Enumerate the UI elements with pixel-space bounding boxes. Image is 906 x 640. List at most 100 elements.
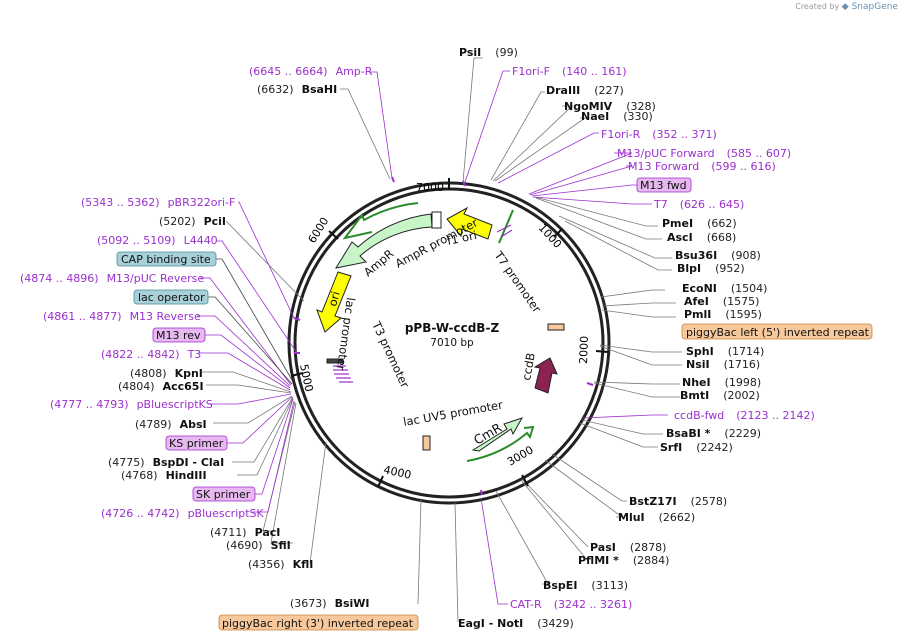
tick-2000: 2000 [577,336,591,364]
label-m13puc-rev-name: M13/pUC Reverse [107,272,205,285]
label-abs-enzyme: AbsI [180,418,207,431]
label-econ-position: (1504) [731,282,768,295]
label-bsiw-enzyme: BsiWI [335,597,370,610]
label-kfl-position: (4356) [248,558,285,571]
label-bspe-enzyme: BspEI [543,579,577,592]
label-bspdi-enzyme: BspDI - ClaI [153,456,225,469]
snapgene-credit: Created by ◆ SnapGene [795,2,898,12]
label-bsiw: (3673)BsiWI [290,597,370,610]
label-acc65-enzyme: Acc65I [163,380,204,393]
label-pbluescriptks: (4777 .. 4793)pBluescriptKS [50,398,213,411]
label-sph-position: (1714) [728,345,765,358]
credit-prefix: Created by [795,2,840,11]
f1-ori-arrow [446,206,493,240]
label-blp: BlpI(952) [677,262,745,275]
label-acc65-position: (4804) [118,380,155,393]
label-bstz17: BstZ17I (2578) [629,495,727,508]
label-draiii-position: (227) [594,84,624,97]
label-ks-primer: KS primer [169,437,224,450]
cmr-arrow [471,417,524,452]
label-t7-position: (626 .. 645) [680,198,745,211]
label-eag-not-enzyme: EagI - NotI [458,617,523,630]
label-pci-enzyme: PciI [204,215,226,228]
tick-4000: 4000 [382,463,412,482]
label-pci-position: (5202) [159,215,196,228]
label-bspdi-position: (4775) [108,456,145,469]
label-f1ori-r: F1ori-R(352 .. 371) [601,128,717,141]
label-bmt-position: (2002) [723,389,760,402]
label-bstz17-enzyme: BstZ17I [629,495,677,508]
label-nsi-position: (1716) [724,358,761,371]
label-ccdb-fwd-position: (2123 .. 2142) [736,409,815,422]
label-bspdi: (4775) BspDI - ClaI [108,456,224,469]
label-kpn-enzyme: KpnI [175,367,203,380]
label-pflmi-enzyme: PflMI * [578,554,619,567]
label-abs-position: (4789) [135,418,172,431]
label-pbluescriptks-name: pBluescriptKS [137,398,213,411]
label-m13puc-fwd-position: (585 .. 607) [727,147,792,160]
label-kfl: (4356)KflI [248,558,313,571]
label-nsi-enzyme: NsiI [686,358,710,371]
label-pbr322ori-f-position: (5343 .. 5362) [81,196,160,209]
label-t3-name: T3 [187,348,202,361]
tick-5000: 5000 [297,363,316,393]
t7-promoter-label: T7 promoter [491,248,544,316]
label-pflmi-position: (2884) [633,554,670,567]
label-bspe-position: (3113) [591,579,628,592]
label-m13-fwd-box-name: M13 fwd [640,179,687,192]
backbone-ticks [290,178,609,488]
label-l4440-name: L4440 [184,234,218,247]
label-kpn-position: (4808) [130,367,167,380]
label-cat-r-position: (3242 .. 3261) [554,598,633,611]
label-srf-enzyme: SrfI [660,441,682,454]
label-bsu36-enzyme: Bsu36I [675,249,717,262]
amp-r-promoter-arrow [342,202,419,240]
label-bsahi-position: (6632) [257,83,294,96]
label-afe-enzyme: AfeI [684,295,709,308]
label-cat-r-name: CAT-R [510,598,542,611]
label-sph: SphI (1714) [686,345,764,358]
label-pb-left-name: piggyBac left (5') inverted repeat [686,326,870,339]
label-psi-enzyme: PsiI [459,46,481,59]
primer-ticks [293,176,594,496]
label-sk-primer: SK primer [196,488,251,501]
label-sph-enzyme: SphI [686,345,714,358]
label-f1ori-f-name: F1ori-F [512,65,550,78]
label-f1ori-f: F1ori-F(140 .. 161) [512,65,627,78]
label-mlu-enzyme: MluI [618,511,645,524]
label-pml-position: (1595) [725,308,762,321]
label-sfi: (4690)SfiI [226,539,291,552]
label-ngomiv-position: (328) [626,100,656,113]
label-pml-enzyme: PmlI [684,308,711,321]
lac-operator-box [133,289,209,305]
label-afe-position: (1575) [723,295,760,308]
label-psi: PsiI(99) [459,46,518,59]
label-cat-r: CAT-R (3242 .. 3261) [510,598,632,611]
label-sfi-position: (4690) [226,539,263,552]
label-bmt-enzyme: BmtI [680,389,709,402]
label-pml: PmlI (1595) [684,308,762,321]
label-eag-not-position: (3429) [537,617,574,630]
t7-promoter-arrow [498,209,514,244]
label-mlu: MluI(2662) [618,511,695,524]
label-m13-forward-name: M13 Forward [628,160,699,173]
label-m13-forward-position: (599 .. 616) [711,160,776,173]
label-m13-forward: M13 Forward (599 .. 616) [628,160,776,173]
label-pac: (4711)PacI [210,526,280,539]
label-srf-position: (2242) [696,441,733,454]
label-pb-right-name: piggyBac right (3') inverted repeat [222,617,414,630]
label-pas: PasI(2878) [590,541,666,554]
label-pbluescriptsk-position: (4726 .. 4742) [101,507,180,520]
label-bsabi-enzyme: BsaBI * [666,427,711,440]
label-bstz17-position: (2578) [691,495,728,508]
label-t7: T7(626 .. 645) [653,198,744,211]
sk-primer-box [192,486,256,502]
label-amp-r-primer: (6645 .. 6664)Amp-R [249,65,373,78]
label-pflmi: PflMI * (2884) [578,554,669,567]
label-cap-site-name: CAP binding site [121,253,211,266]
label-pbr322ori-f: (5343 .. 5362)pBR322ori-F [81,196,235,209]
pb-left-box [681,323,873,340]
label-nae: NaeI(330) [581,110,653,123]
label-bsabi-position: (2229) [724,427,761,440]
